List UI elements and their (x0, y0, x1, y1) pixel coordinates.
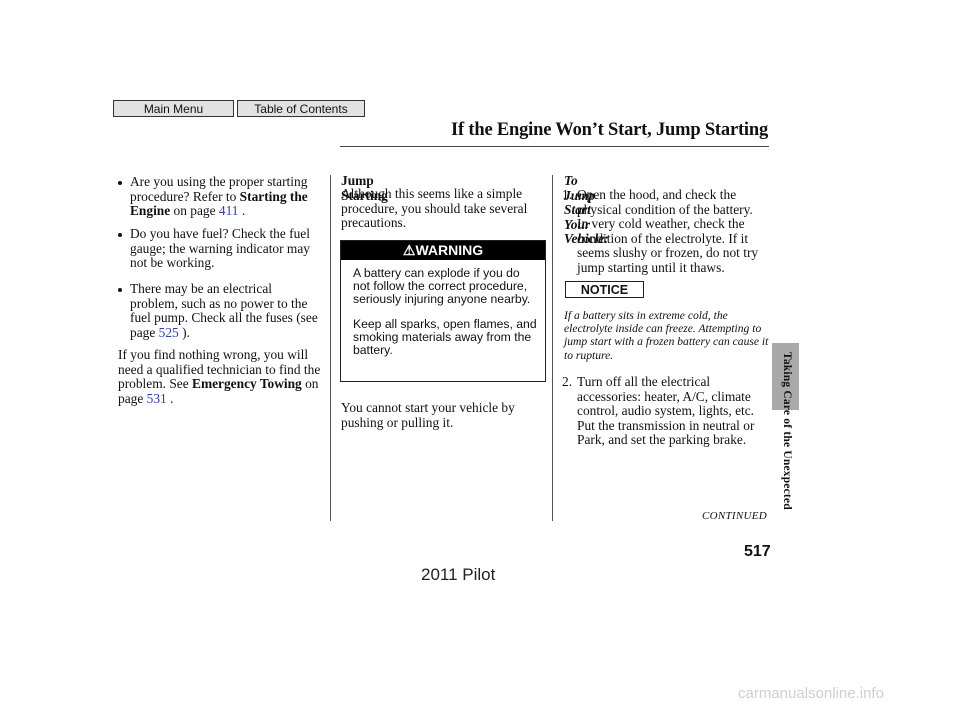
step-text: Turn off all the electrical accessories:… (577, 374, 755, 448)
page-title: If the Engine Won’t Start, Jump Starting (451, 120, 768, 140)
list-item: Do you have fuel? Check the fuel gauge; … (118, 226, 323, 271)
page-link-411[interactable]: 411 (218, 203, 239, 219)
reference-starting-engine: Starting the Engine (130, 188, 308, 219)
list-item-text: Do you have fuel? Check the fuel gauge; … (130, 226, 310, 271)
warning-box: ⚠WARNING A battery can explode if you do… (340, 240, 546, 382)
intro-paragraph: Although this seems like a simple proced… (341, 186, 528, 231)
bullet-icon (118, 233, 122, 237)
page-link-531[interactable]: 531 (146, 390, 167, 406)
warning-triangle-icon: ⚠ (402, 242, 416, 258)
reference-emergency-towing: Emergency Towing (192, 376, 302, 392)
notice-label: NOTICE (565, 281, 644, 298)
bullet-icon (118, 181, 122, 185)
column-divider-right (552, 175, 553, 521)
section-side-label: Taking Care of the Unexpected (781, 352, 793, 510)
section-tab (772, 343, 799, 410)
main-menu-button[interactable]: Main Menu (113, 100, 234, 117)
push-start-note: You cannot start your vehicle by pushing… (341, 400, 515, 430)
warning-paragraph: Keep all sparks, open flames, and smokin… (353, 317, 537, 357)
page-link-525[interactable]: 525 (158, 324, 179, 340)
list-item-text: Are you using the proper starting proced… (130, 174, 308, 219)
warning-paragraph: A battery can explode if you do not foll… (353, 266, 531, 306)
title-divider (340, 146, 769, 147)
warning-header: ⚠WARNING (341, 241, 545, 260)
bullet-icon (118, 288, 122, 292)
step-text: Open the hood, and check the physical co… (577, 187, 759, 275)
troubleshoot-paragraph: If you find nothing wrong, you will need… (118, 347, 321, 406)
list-item-text: There may be an electrical problem, such… (130, 281, 318, 340)
column-divider-left (330, 175, 331, 521)
notice-text: If a battery sits in extreme cold, the e… (564, 309, 769, 362)
warning-text: A battery can explode if you do not foll… (353, 267, 539, 357)
footer-model: 2011 Pilot (421, 565, 496, 584)
continued-label: CONTINUED (702, 510, 768, 522)
step-number: 2. (562, 374, 573, 389)
procedure-heading: To Jump Start Your Vehicle: (564, 173, 609, 247)
section-heading: Jump Starting (341, 173, 388, 203)
list-item: There may be an electrical problem, such… (118, 281, 323, 340)
table-of-contents-button[interactable]: Table of Contents (237, 100, 365, 117)
list-item: Are you using the proper starting proced… (118, 174, 323, 219)
watermark: carmanualsonline.info (738, 685, 884, 702)
step-number: 1. (562, 187, 573, 202)
page-number: 517 (744, 543, 771, 560)
